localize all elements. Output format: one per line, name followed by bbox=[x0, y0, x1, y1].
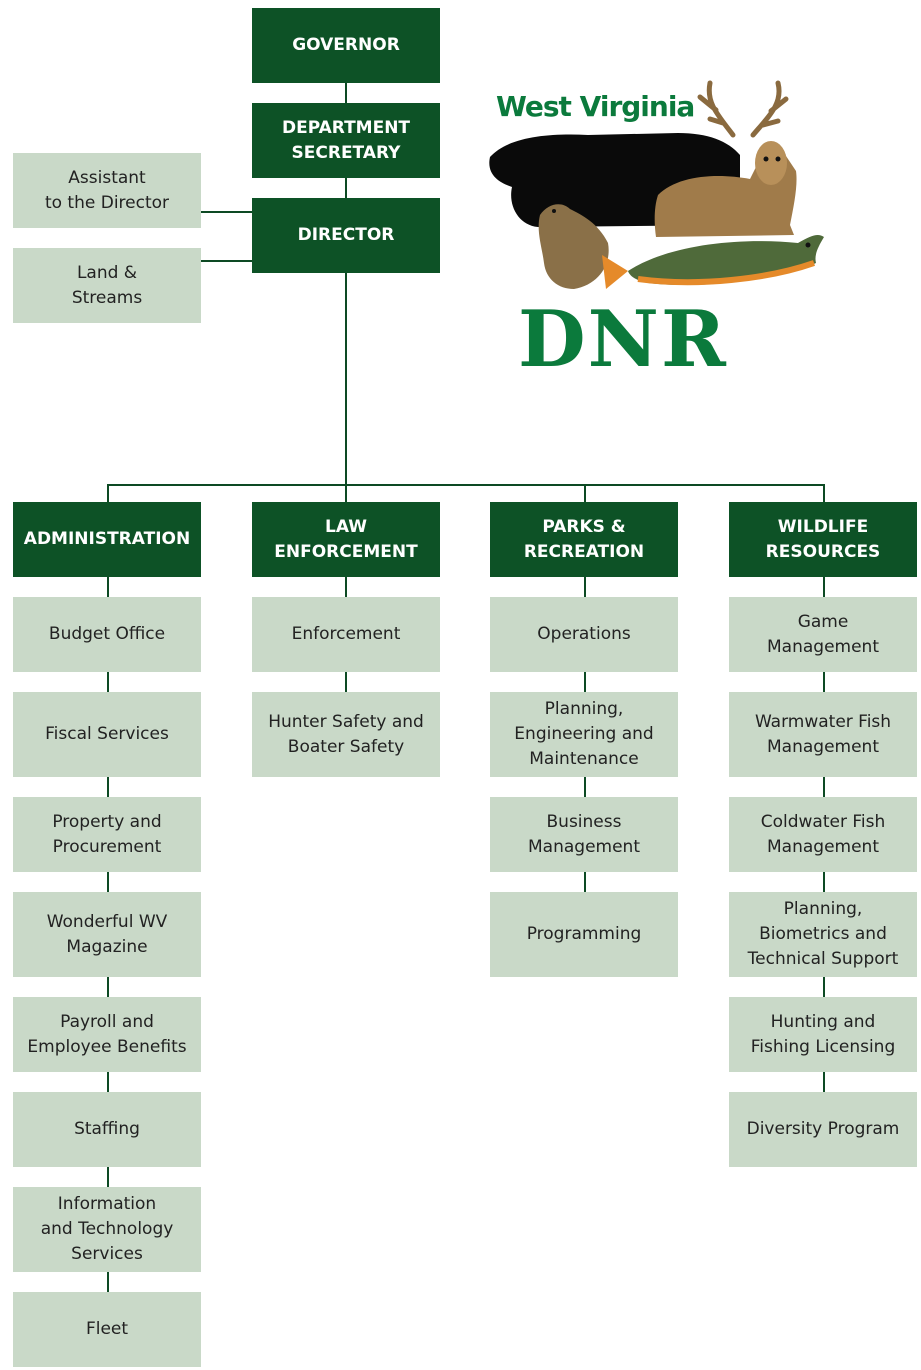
unit-diversity-program: Diversity Program bbox=[729, 1092, 917, 1167]
division-wildlife-resources: WILDLIFE RESOURCES bbox=[729, 502, 917, 577]
unit-information-technology: Information and Technology Services bbox=[13, 1187, 201, 1272]
unit-coldwater-fish: Coldwater Fish Management bbox=[729, 797, 917, 872]
connector-wildlife-drop bbox=[823, 484, 825, 502]
unit-planning-biometrics: Planning, Biometrics and Technical Suppo… bbox=[729, 892, 917, 977]
wildlife-illustration bbox=[489, 80, 824, 289]
assistant-to-director-box: Assistant to the Director bbox=[13, 153, 201, 228]
connector-governor-secretary bbox=[345, 83, 347, 103]
unit-game-management: Game Management bbox=[729, 597, 917, 672]
unit-staffing: Staffing bbox=[13, 1092, 201, 1167]
connector-assistant bbox=[201, 211, 252, 213]
unit-operations: Operations bbox=[490, 597, 678, 672]
director-box: DIRECTOR bbox=[252, 198, 440, 273]
logo-mark: DNR bbox=[518, 294, 728, 385]
unit-business-management: Business Management bbox=[490, 797, 678, 872]
unit-programming: Programming bbox=[490, 892, 678, 977]
connector-land bbox=[201, 260, 252, 262]
land-and-streams-box: Land & Streams bbox=[13, 248, 201, 323]
division-law-enforcement: LAW ENFORCEMENT bbox=[252, 502, 440, 577]
unit-budget-office: Budget Office bbox=[13, 597, 201, 672]
unit-hunting-fishing-licensing: Hunting and Fishing Licensing bbox=[729, 997, 917, 1072]
unit-payroll-benefits: Payroll and Employee Benefits bbox=[13, 997, 201, 1072]
division-parks-recreation: PARKS & RECREATION bbox=[490, 502, 678, 577]
unit-wonderful-wv-magazine: Wonderful WV Magazine bbox=[13, 892, 201, 977]
unit-warmwater-fish: Warmwater Fish Management bbox=[729, 692, 917, 777]
unit-hunter-boater-safety: Hunter Safety and Boater Safety bbox=[252, 692, 440, 777]
connector-parks-drop bbox=[584, 484, 586, 502]
logo-title: West Virginia bbox=[496, 90, 695, 123]
wv-dnr-logo: West Virginia DNR bbox=[478, 75, 838, 379]
connector-secretary-director bbox=[345, 178, 347, 198]
connector-division-bar bbox=[107, 484, 825, 486]
unit-planning-engineering: Planning, Engineering and Maintenance bbox=[490, 692, 678, 777]
unit-enforcement: Enforcement bbox=[252, 597, 440, 672]
department-secretary-box: DEPARTMENT SECRETARY bbox=[252, 103, 440, 178]
connector-director-trunk bbox=[345, 273, 347, 485]
connector-admin-drop bbox=[107, 484, 109, 502]
unit-fiscal-services: Fiscal Services bbox=[13, 692, 201, 777]
unit-fleet: Fleet bbox=[13, 1292, 201, 1367]
connector-law-drop bbox=[345, 484, 347, 502]
governor-box: GOVERNOR bbox=[252, 8, 440, 83]
unit-property-procurement: Property and Procurement bbox=[13, 797, 201, 872]
division-administration: ADMINISTRATION bbox=[13, 502, 201, 577]
